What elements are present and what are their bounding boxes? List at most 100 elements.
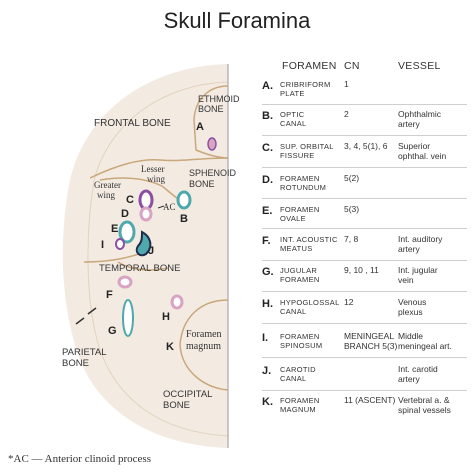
letter-f: F [106,289,113,301]
label-occipital-2: BONE [163,400,190,411]
label-sphenoid-2: BONE [189,179,215,189]
row-foramen: CAROTID CANAL [280,365,316,383]
row-divider [262,323,467,324]
label-ac: AC [163,202,176,212]
foramen-rotundum [139,206,153,222]
label-occipital-1: OCCIPITAL [163,389,212,400]
row-divider [262,198,467,199]
row-cn: 2 [344,109,349,119]
label-parietal-2: BONE [62,358,89,369]
row-key: J. [262,365,272,377]
letter-d: D [121,208,129,220]
row-cn: 11 (ASCENT) [344,395,396,405]
label-frontal-bone: FRONTAL BONE [94,118,171,129]
ac-pointer [157,205,165,209]
letter-b: B [180,213,188,225]
label-lesser-wing-2: wing [147,174,166,184]
foramen-spinosum [115,238,125,250]
row-cn: 7, 8 [344,234,359,244]
label-ethmoid-2: BONE [198,104,224,114]
letter-c: C [126,194,134,206]
ethmoid-outline [193,85,229,159]
label-foramen-magnum-1: Foramen [186,329,222,340]
header-foramen: FORAMEN [282,60,337,72]
row-cn: 1 [344,79,349,89]
row-cn: 9, 10 , 11 [344,265,379,275]
label-sphenoid-1: SPHENOID [189,168,237,178]
foramen-ovale [118,220,136,244]
row-divider [262,390,467,391]
row-foramen: JUGULAR FORAMEN [280,266,320,284]
row-key: D. [262,174,273,186]
row-key: H. [262,298,273,310]
row-foramen: FORAMEN MAGNUM [280,396,320,414]
row-vessel: Int. carotid artery [398,364,438,384]
letter-k: K [166,341,174,353]
row-cn: 5(2) [344,173,360,183]
row-vessel: Vertebral a. & spinal vessels [398,395,451,415]
row-foramen: OPTIC CANAL [280,110,307,128]
row-key: I. [262,332,269,344]
row-foramen: SUP. ORBITAL FISSURE [280,142,334,160]
label-greater-wing-1: Greater [94,180,121,190]
foramen-optic [176,190,192,210]
foramen-int-acoustic [117,275,133,289]
foramen-jugular [122,299,134,337]
row-foramen: FORAMEN ROTUNDUM [280,174,327,192]
label-ethmoid-1: ETHMOID [198,94,240,104]
row-divider [262,104,467,105]
row-key: B. [262,110,273,122]
foramen-sup-orbital [138,189,154,211]
row-vessel: Venous plexus [398,297,427,317]
row-foramen: CRIBRIFORM PLATE [280,80,331,98]
row-divider [262,260,467,261]
row-vessel: Int. auditory artery [398,234,443,254]
row-key: E. [262,205,273,217]
row-foramen: HYPOGLOSSAL CANAL [280,298,340,316]
label-lesser-wing-1: Lesser [141,164,165,174]
letter-j: J [148,245,154,257]
row-foramen: FORAMEN SPINOSUM [280,332,323,350]
row-key: K. [262,396,273,408]
row-foramen: FORAMEN OVALE [280,205,320,223]
header-vessel: VESSEL [398,60,441,72]
row-key: G. [262,266,274,278]
row-divider [262,135,467,136]
row-divider [262,357,467,358]
skull-outline-inner [87,81,229,437]
foramen-carotid [135,230,152,257]
row-key: F. [262,235,271,247]
row-key: A. [262,80,273,92]
foramen-hypoglossal [170,294,184,310]
occipital-curve [179,299,229,391]
letter-a: A [196,121,204,133]
row-cn: 12 [344,297,354,307]
row-cn: 5(3) [344,204,360,214]
letter-g: G [108,325,117,337]
pointer-line [75,307,97,325]
row-cn: MENINGEAL BRANCH 5(3) [344,331,398,351]
sphenoid-suture [89,157,229,179]
row-vessel: Superior ophthal. vein [398,141,447,161]
letter-e: E [111,223,118,235]
row-key: C. [262,142,273,154]
row-divider [262,167,467,168]
row-vessel: Ophthalmic artery [398,109,441,129]
header-cn: CN [344,60,360,72]
footnote: *AC — Anterior clinoid process [8,453,151,465]
label-foramen-magnum-2: magnum [186,341,221,352]
row-vessel: Middle meningeal art. [398,331,452,351]
label-parietal-1: PARIETAL [62,347,107,358]
diagram-title: Skull Foramina [163,8,311,33]
temporal-edge [117,261,169,271]
row-cn: 3, 4, 5(1), 6 [344,141,388,151]
row-divider [262,228,467,229]
letter-h: H [162,311,170,323]
foramen-cribriform [207,137,217,151]
letter-i: I [101,239,104,251]
row-vessel: Int. jugular vein [398,265,438,285]
row-divider [262,291,467,292]
row-foramen: INT. ACOUSTIC MEATUS [280,235,338,253]
label-temporal-bone: TEMPORAL BONE [99,263,180,274]
